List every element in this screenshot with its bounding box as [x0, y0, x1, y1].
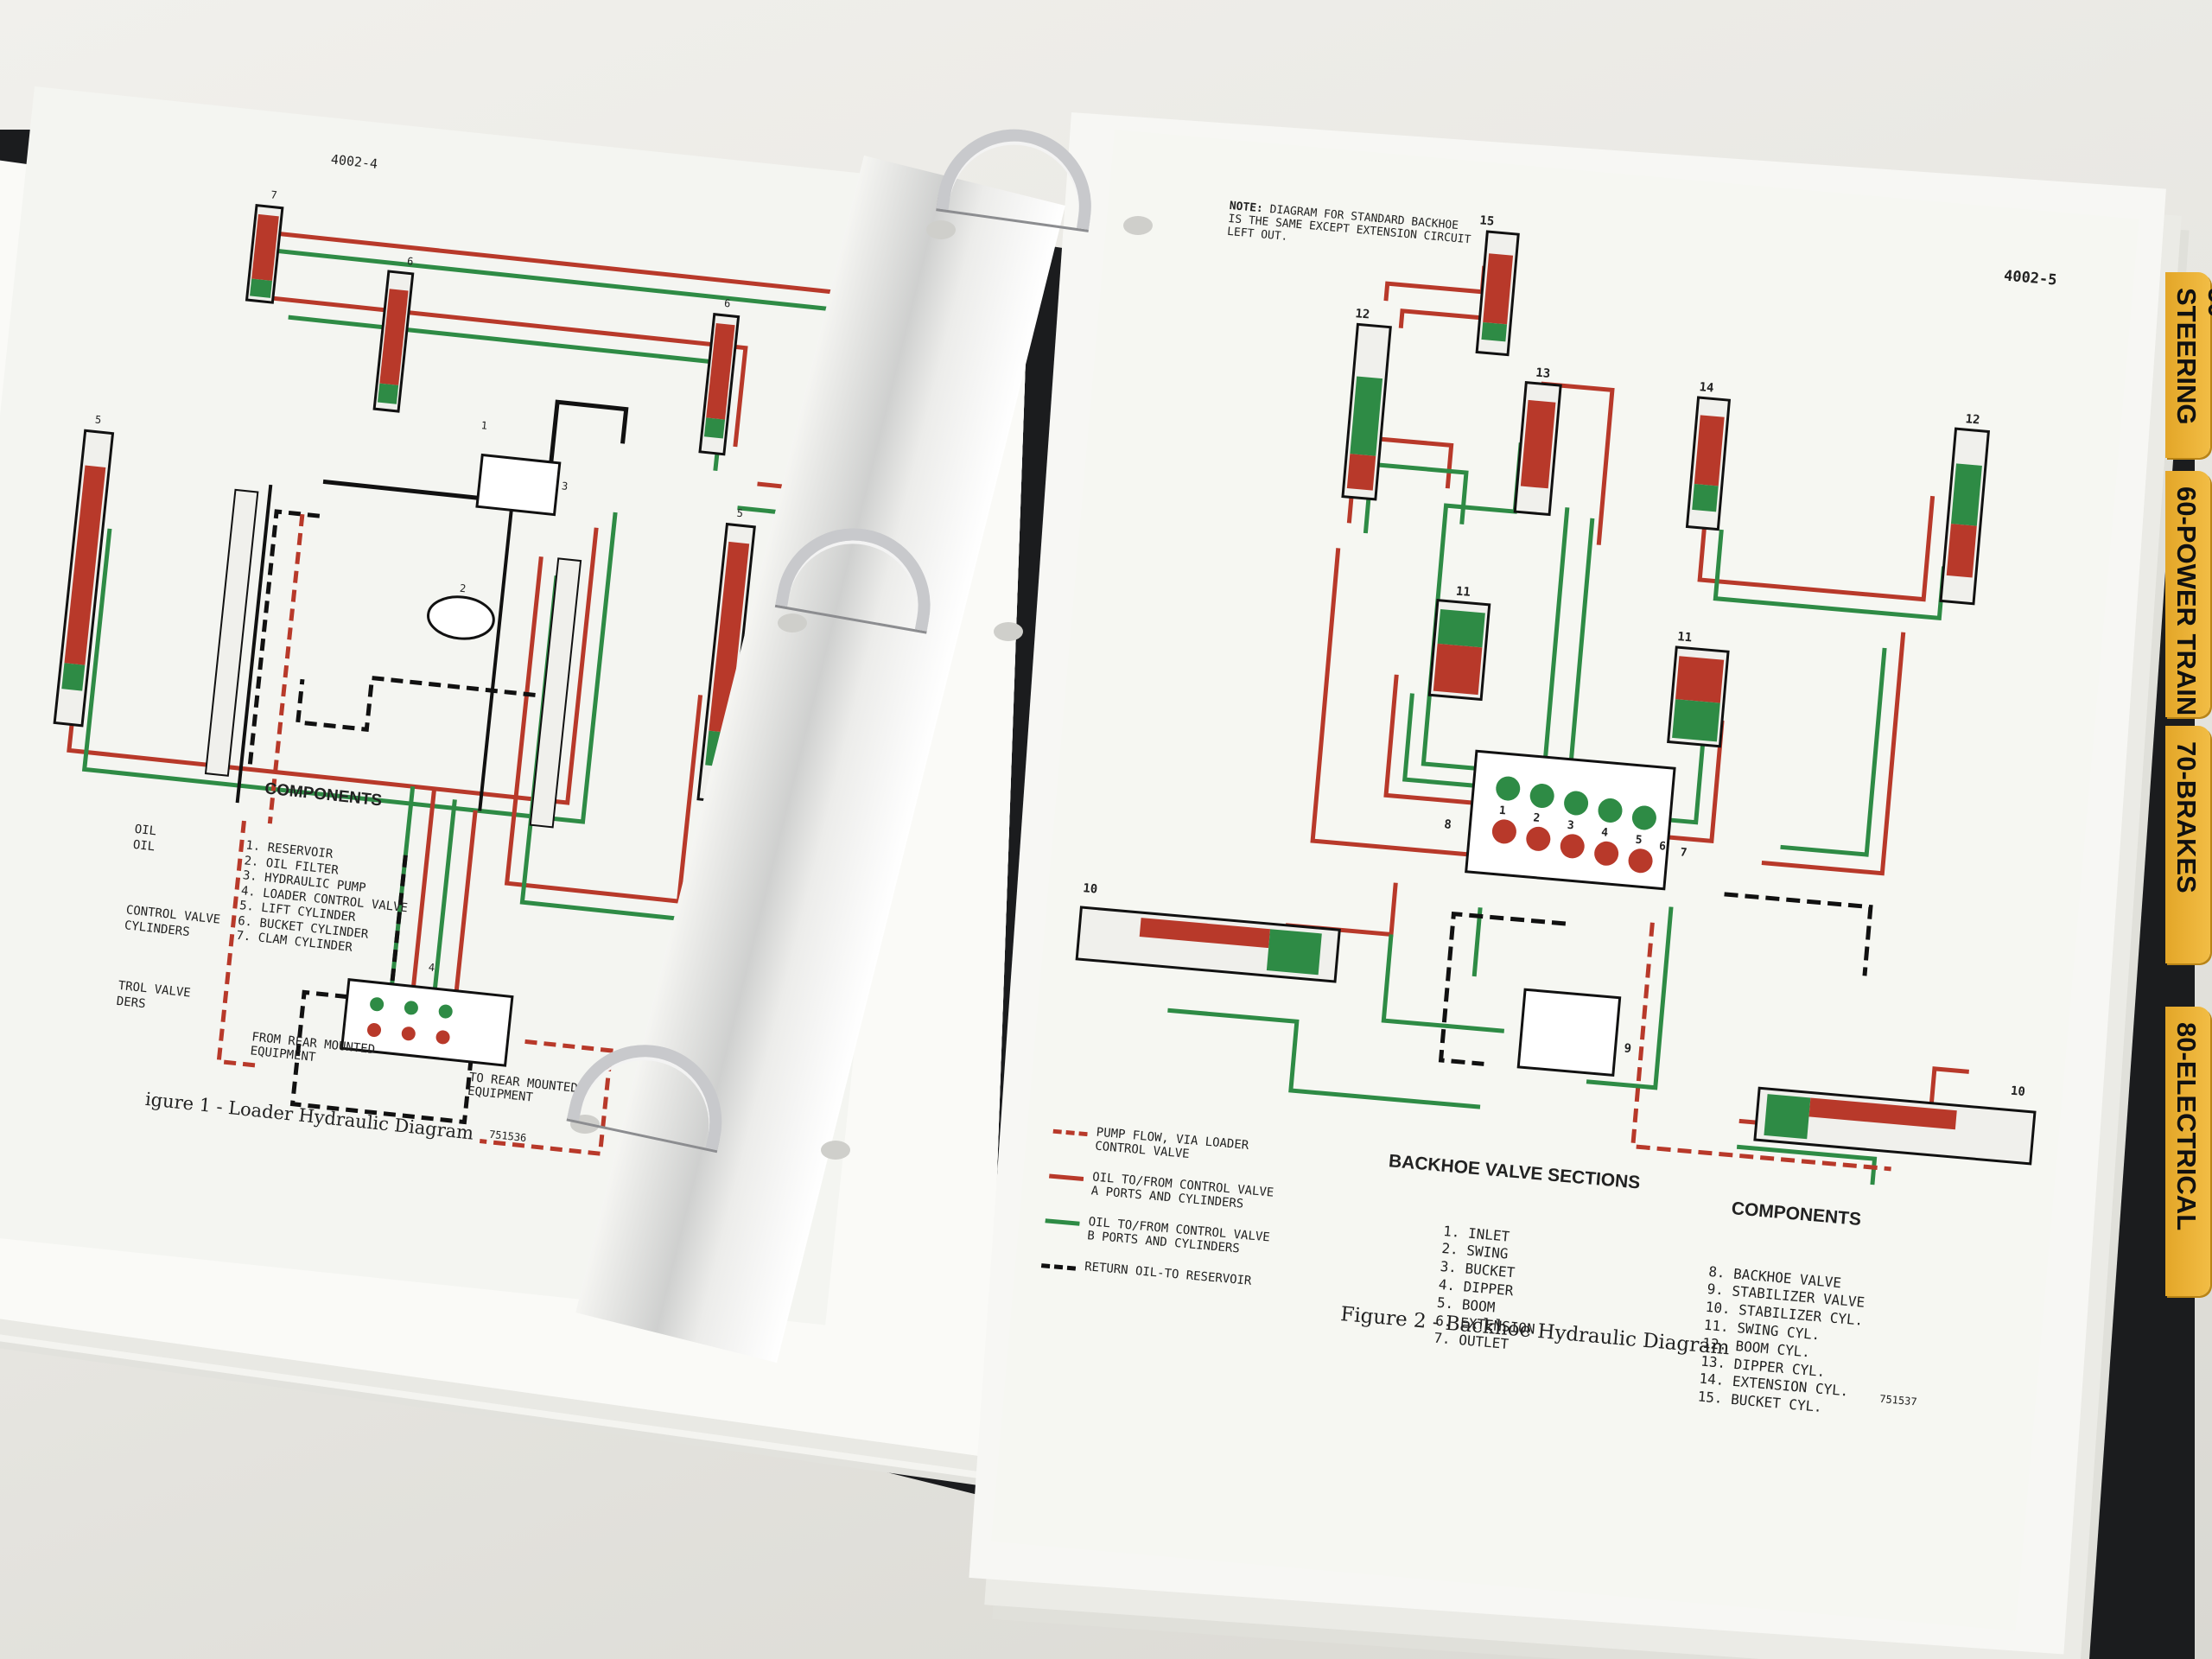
- backhoe-hydraulic-diagram: [1075, 230, 2037, 1185]
- right-page: NOTE: DIAGRAM FOR STANDARD BACKHOE IS TH…: [991, 130, 2139, 1631]
- punch-hole: [778, 613, 807, 632]
- punch-hole: [1123, 216, 1153, 235]
- punch-hole: [821, 1141, 850, 1160]
- tab-power-train[interactable]: 60-POWER TRAIN: [2165, 471, 2210, 717]
- punch-hole: [926, 220, 956, 239]
- tab-brakes[interactable]: 70-BRAKES: [2165, 726, 2210, 963]
- tab-electrical[interactable]: 80-ELECTRICAL: [2165, 1007, 2210, 1296]
- line-legend: PUMP FLOW, VIA LOADER CONTROL VALVE OIL …: [1039, 1122, 1274, 1288]
- punch-hole: [994, 622, 1023, 641]
- tab-steering[interactable]: 50-STEERING: [2165, 272, 2212, 458]
- punch-hole: [570, 1115, 600, 1134]
